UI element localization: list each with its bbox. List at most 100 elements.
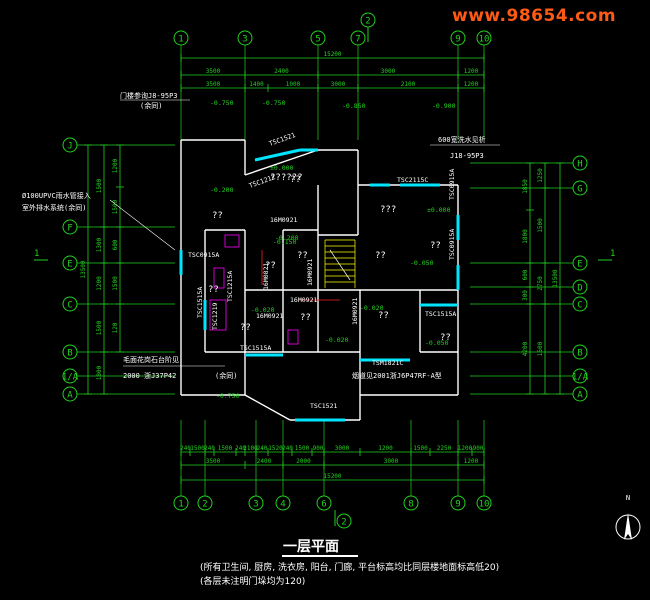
dim-top-second-val-5: 1200 bbox=[464, 81, 479, 88]
axis-top-5-label: 5 bbox=[315, 35, 320, 45]
level-11: -0.020 bbox=[360, 304, 384, 312]
axis-right-C-label: C bbox=[577, 301, 582, 311]
axis-left-B-label: B bbox=[67, 349, 72, 359]
section-mark-bottom-circle bbox=[336, 513, 352, 529]
axis-bottom-2-label: 2 bbox=[202, 500, 207, 510]
dim-bottom-detail-val-7: 1520 bbox=[268, 445, 283, 452]
level-6: ±0.000 bbox=[427, 206, 451, 214]
axis-bottom-1-label: 1 bbox=[178, 500, 183, 510]
axis-left-F-label: F bbox=[67, 224, 72, 234]
dim-left-seg-val-4: 1800 bbox=[96, 365, 103, 380]
room-label-12: ?????? bbox=[270, 173, 303, 183]
dim-bottom-detail-val-6: 240 bbox=[257, 445, 268, 452]
level-9: -0.020 bbox=[251, 306, 275, 314]
level-14: -0.050 bbox=[425, 339, 449, 347]
room-label-2: ??? bbox=[380, 205, 396, 215]
dim-bottom-total-val-0: 15200 bbox=[323, 473, 341, 480]
callout-pipe: Ø100UPVC雨水管接入 bbox=[22, 191, 91, 200]
dim-bottom-detail-val-13: 1500 bbox=[413, 445, 428, 452]
dim-bottom-detail-val-12: 1200 bbox=[378, 445, 393, 452]
dim-right-seg-val-0: 1250 bbox=[537, 168, 544, 183]
dim-top-seg-val-2: 3000 bbox=[381, 68, 396, 75]
dim-right-detail-val-4: 4200 bbox=[522, 341, 529, 356]
axis-bottom-4-label: 4 bbox=[280, 500, 285, 510]
dim-bottom-detail-val-10: 900 bbox=[313, 445, 324, 452]
dim-top-seg-val-3: 1200 bbox=[464, 68, 479, 75]
dim-bottom-detail-val-2: 240 bbox=[204, 445, 215, 452]
window-0 bbox=[254, 148, 301, 162]
window-tag-3: TSC0915A bbox=[448, 169, 456, 200]
window-tag-6: TSC1515A bbox=[196, 287, 204, 318]
axis-right-1-A-label: 1/A bbox=[572, 373, 589, 383]
dim-bottom-detail-val-3: 1500 bbox=[218, 445, 233, 452]
axis-right-G-label: G bbox=[577, 185, 582, 195]
section-mark-right: 1 bbox=[610, 249, 615, 259]
dim-top-seg-val-1: 2400 bbox=[274, 68, 289, 75]
callout-pipe-2: 室外排水系统(余同) bbox=[22, 203, 86, 212]
axis-left-A-label: A bbox=[67, 391, 73, 401]
dim-bottom-detail-val-9: 1500 bbox=[295, 445, 310, 452]
dim-right-detail-val-3: 300 bbox=[522, 290, 529, 301]
dim-bottom-seg-val-2: 2000 bbox=[296, 458, 311, 465]
wall-9 bbox=[244, 394, 291, 421]
dim-bottom-detail-val-14: 2250 bbox=[437, 445, 452, 452]
dim-left-seg-val-1: 1300 bbox=[96, 237, 103, 252]
fixture-tub bbox=[209, 299, 227, 331]
fixture-sink bbox=[213, 267, 225, 289]
axis-bottom-6-label: 6 bbox=[321, 500, 326, 510]
dim-top-second-val-0: 3500 bbox=[206, 81, 221, 88]
dim-right-seg-val-2: 2750 bbox=[537, 276, 544, 291]
walls bbox=[179, 139, 460, 422]
room-label-7: ?? bbox=[440, 333, 451, 343]
axis-top-7-label: 7 bbox=[355, 35, 360, 45]
axis-right-D-label: D bbox=[577, 284, 582, 294]
dim-left-seg-val-0: 1500 bbox=[96, 178, 103, 193]
room-label-5: ?? bbox=[300, 313, 311, 323]
dim-top-second-val-3: 3000 bbox=[331, 81, 346, 88]
dim-top-second-val-1: 1400 bbox=[249, 81, 264, 88]
callout-planter: 毛面花岗石台阶见 bbox=[123, 355, 179, 364]
axis-left-E-label: E bbox=[67, 260, 72, 270]
callout-chimney: 烟道见2001浙J6P47RF-A型 bbox=[352, 371, 442, 380]
dim-bottom-detail-val-0: 240 bbox=[180, 445, 191, 452]
dim-right-seg-val-3: 1500 bbox=[537, 341, 544, 356]
axis-top-9-label: 9 bbox=[455, 35, 460, 45]
level-2: -0.850 bbox=[342, 102, 366, 110]
dim-bottom-seg-val-0: 3500 bbox=[206, 458, 221, 465]
room-label-6: ?? bbox=[378, 311, 389, 321]
section-mark-bottom-label: 2 bbox=[341, 518, 346, 528]
level-13: -0.020 bbox=[325, 336, 349, 344]
window-tag-7: TSC1515A bbox=[240, 344, 271, 352]
window-tag-4: TSC0915A bbox=[448, 229, 456, 260]
door-tag-1: 16M0821 bbox=[262, 263, 270, 290]
axis-bottom-3-label: 3 bbox=[253, 500, 258, 510]
window-tag-9: TSC1521 bbox=[310, 402, 337, 410]
callout-door-detail: 门楼参询J8-95P3 bbox=[120, 91, 178, 100]
room-label-1: ?? bbox=[290, 175, 301, 185]
dim-left-seg-val-3: 1500 bbox=[96, 320, 103, 335]
dim-bottom-detail-val-16: 900 bbox=[473, 445, 484, 452]
note-door-jamb: (各层未注明门垛均为120) bbox=[200, 577, 306, 587]
dim-right-total-val-0: 13500 bbox=[552, 269, 559, 287]
dim-bottom-seg-val-1: 2400 bbox=[257, 458, 272, 465]
north-label: N bbox=[626, 494, 630, 502]
level-3: -0.900 bbox=[432, 102, 456, 110]
note-levels: (所有卫生间, 厨房, 洗衣房, 阳台, 门廊, 平台标高均比同层楼地面标高低2… bbox=[200, 563, 500, 573]
callout-planter-ref: 2000 浙J37P42 bbox=[123, 371, 176, 380]
title-underline bbox=[282, 555, 358, 557]
stair-arrow bbox=[329, 249, 351, 281]
room-label-3: ?? bbox=[265, 261, 276, 271]
axis-bottom-10-label: 10 bbox=[479, 500, 490, 510]
room-label-4: ?? bbox=[240, 323, 251, 333]
window-tag-12: TSC1219 bbox=[211, 303, 219, 330]
callout-pipe-leader bbox=[109, 199, 176, 251]
door-tag-3: 16M0921 bbox=[256, 312, 283, 320]
dim-bottom-seg-val-4: 1200 bbox=[464, 458, 479, 465]
callout-planter-ref2: (余同) bbox=[215, 371, 237, 380]
axis-left-1-A-label: 1/A bbox=[62, 373, 79, 383]
axis-right-B-label: B bbox=[577, 349, 582, 359]
dim-bottom-detail-val-4: 240 bbox=[235, 445, 246, 452]
room-label-0: ?? bbox=[212, 211, 223, 221]
